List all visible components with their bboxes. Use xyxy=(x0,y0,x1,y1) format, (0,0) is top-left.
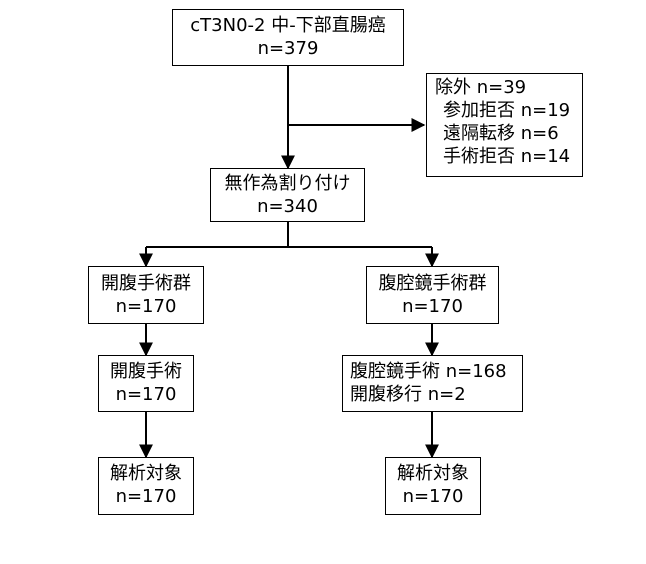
randomization-label: 無作為割り付け xyxy=(224,173,351,194)
lap-analysis-count: n=170 xyxy=(402,486,464,507)
box-eligible-population: cT3N0-2 中-下部直腸癌 n=379 xyxy=(172,9,404,66)
lap-conversion-count: 開腹移行 n=2 xyxy=(350,384,466,405)
lap-analysis-label: 解析対象 xyxy=(397,463,469,484)
open-surgery-label: 開腹手術 xyxy=(110,361,182,382)
box-lap-analysis: 解析対象 n=170 xyxy=(385,457,481,515)
exclusion-declined: 参加拒否 n=19 xyxy=(443,100,571,121)
eligible-count: n=379 xyxy=(257,38,319,59)
exclusion-total: 除外 n=39 xyxy=(435,77,527,98)
box-open-analysis: 解析対象 n=170 xyxy=(98,457,194,515)
box-exclusion: 除外 n=39 参加拒否 n=19 遠隔転移 n=6 手術拒否 n=14 xyxy=(426,73,583,177)
exclusion-refused-surgery: 手術拒否 n=14 xyxy=(443,146,571,167)
open-analysis-label: 解析対象 xyxy=(110,463,182,484)
box-randomization: 無作為割り付け n=340 xyxy=(210,168,365,222)
box-open-surgery: 開腹手術 n=170 xyxy=(98,355,194,412)
lap-group-count: n=170 xyxy=(402,296,463,317)
lap-group-label: 腹腔鏡手術群 xyxy=(378,273,487,294)
open-surgery-count: n=170 xyxy=(115,384,177,405)
box-lap-surgery: 腹腔鏡手術 n=168 開腹移行 n=2 xyxy=(342,355,523,412)
randomization-count: n=340 xyxy=(257,196,318,217)
box-lap-group: 腹腔鏡手術群 n=170 xyxy=(366,266,499,324)
eligible-title: cT3N0-2 中-下部直腸癌 xyxy=(190,15,386,36)
exclusion-metastasis: 遠隔転移 n=6 xyxy=(443,123,559,144)
open-group-count: n=170 xyxy=(115,296,177,317)
open-analysis-count: n=170 xyxy=(115,486,177,507)
open-group-label: 開腹手術群 xyxy=(101,273,191,294)
box-open-group: 開腹手術群 n=170 xyxy=(88,266,204,324)
lap-surgery-count: 腹腔鏡手術 n=168 xyxy=(350,361,507,382)
